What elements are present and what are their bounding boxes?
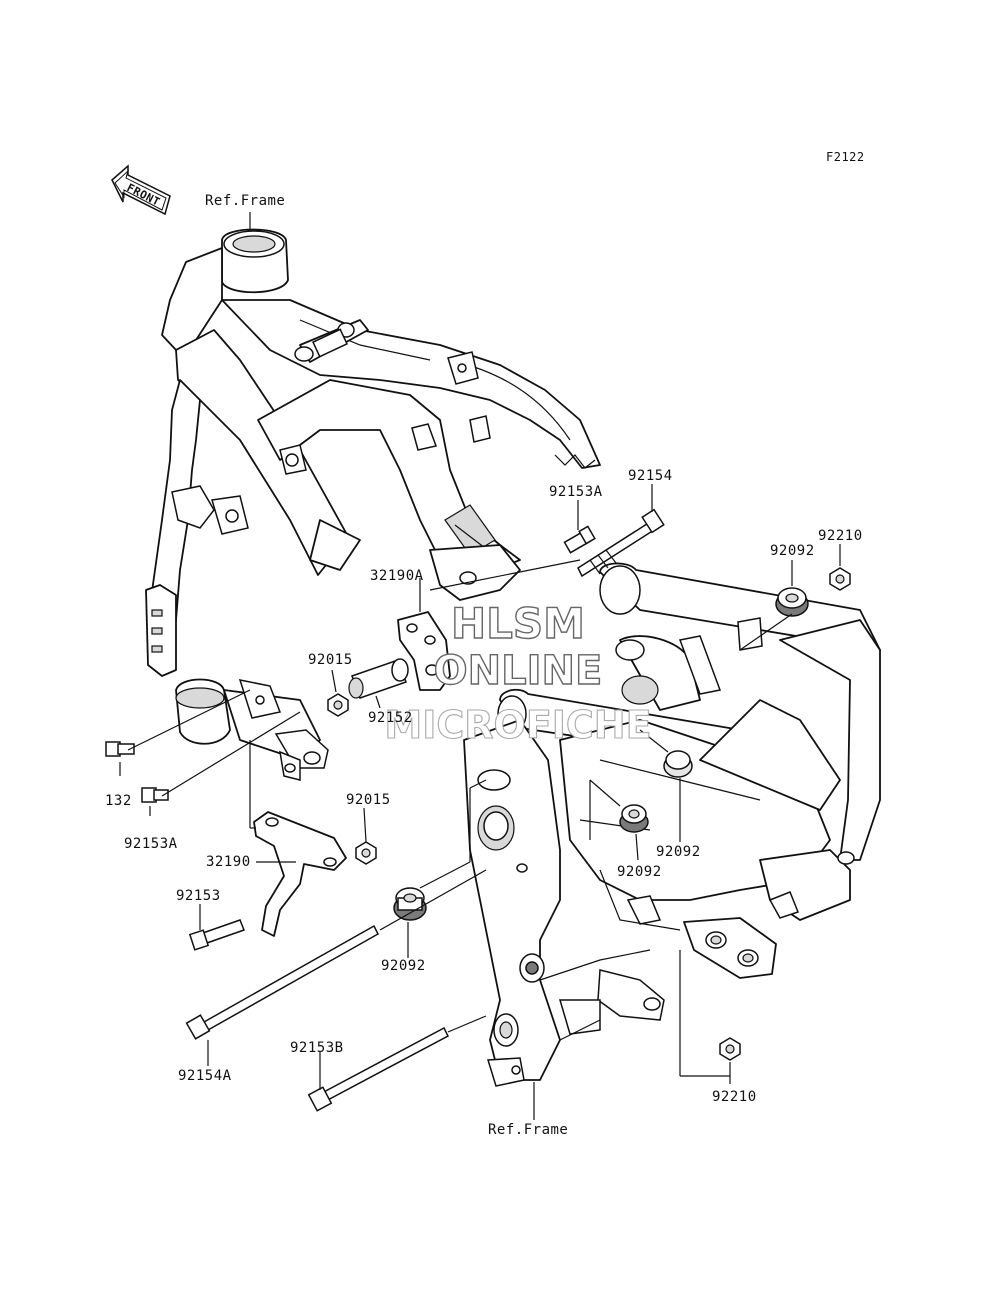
part-bolt-92154 xyxy=(577,508,665,578)
labels: F2122 Ref.Frame 92154 92153A 92210 92092… xyxy=(105,150,865,1138)
part-nut-92210-lower xyxy=(719,1037,741,1061)
front-arrow-icon: FRONT xyxy=(111,164,171,216)
label-ref-frame-bottom: Ref.Frame xyxy=(488,1122,568,1138)
part-nut-92015-lower xyxy=(355,841,377,865)
figure-code: F2122 xyxy=(826,150,865,164)
label-92092-top: 92092 xyxy=(770,543,815,559)
label-92152: 92152 xyxy=(368,710,413,726)
label-92015-upper: 92015 xyxy=(308,652,353,668)
label-92015-lower: 92015 xyxy=(346,792,391,808)
label-32190: 32190 xyxy=(206,854,251,870)
leader-lines xyxy=(119,212,841,1120)
label-92210-bottom: 92210 xyxy=(712,1089,757,1105)
part-bushing-92092-mid-right xyxy=(663,750,693,778)
part-bracket-32190 xyxy=(253,811,347,937)
part-bolt-92154A xyxy=(185,924,379,1040)
label-92153A-top: 92153A xyxy=(549,484,603,500)
watermark: HLSM ONLINE MICROFICHE xyxy=(384,598,652,747)
label-92092-left: 92092 xyxy=(381,958,426,974)
label-92092-mid: 92092 xyxy=(617,864,662,880)
label-92154: 92154 xyxy=(628,468,673,484)
part-bushing-92092-left xyxy=(393,887,427,921)
label-92153A-left: 92153A xyxy=(124,836,178,852)
lower-frame-drawing xyxy=(463,562,881,1087)
label-92210-top: 92210 xyxy=(818,528,863,544)
label-92153: 92153 xyxy=(176,888,221,904)
label-92154A: 92154A xyxy=(178,1068,232,1084)
part-bolt-92153B xyxy=(307,1026,449,1112)
watermark-line3: MICROFICHE xyxy=(384,703,651,747)
upper-frame-drawing xyxy=(145,228,601,781)
label-ref-frame-top: Ref.Frame xyxy=(205,193,285,209)
part-bushing-92092-upper xyxy=(775,587,809,617)
watermark-line1: HLSM xyxy=(451,599,585,648)
label-92153B: 92153B xyxy=(290,1040,344,1056)
part-bolt-132 xyxy=(105,741,135,757)
part-bushing-92092-mid xyxy=(619,804,649,833)
part-bolt-92153 xyxy=(188,919,245,951)
watermark-line2: ONLINE xyxy=(434,648,603,694)
label-92092-mid-right: 92092 xyxy=(656,844,701,860)
part-bolt-92153A-left xyxy=(141,787,169,803)
label-132: 132 xyxy=(105,793,132,809)
part-bracket-32190A xyxy=(397,611,451,691)
part-nut-92015-upper xyxy=(327,693,349,717)
part-collar-92152 xyxy=(348,658,409,699)
part-bolt-92153A-upper xyxy=(563,525,596,554)
part-nut-92210-upper xyxy=(829,567,851,591)
label-32190A: 32190A xyxy=(370,568,424,584)
